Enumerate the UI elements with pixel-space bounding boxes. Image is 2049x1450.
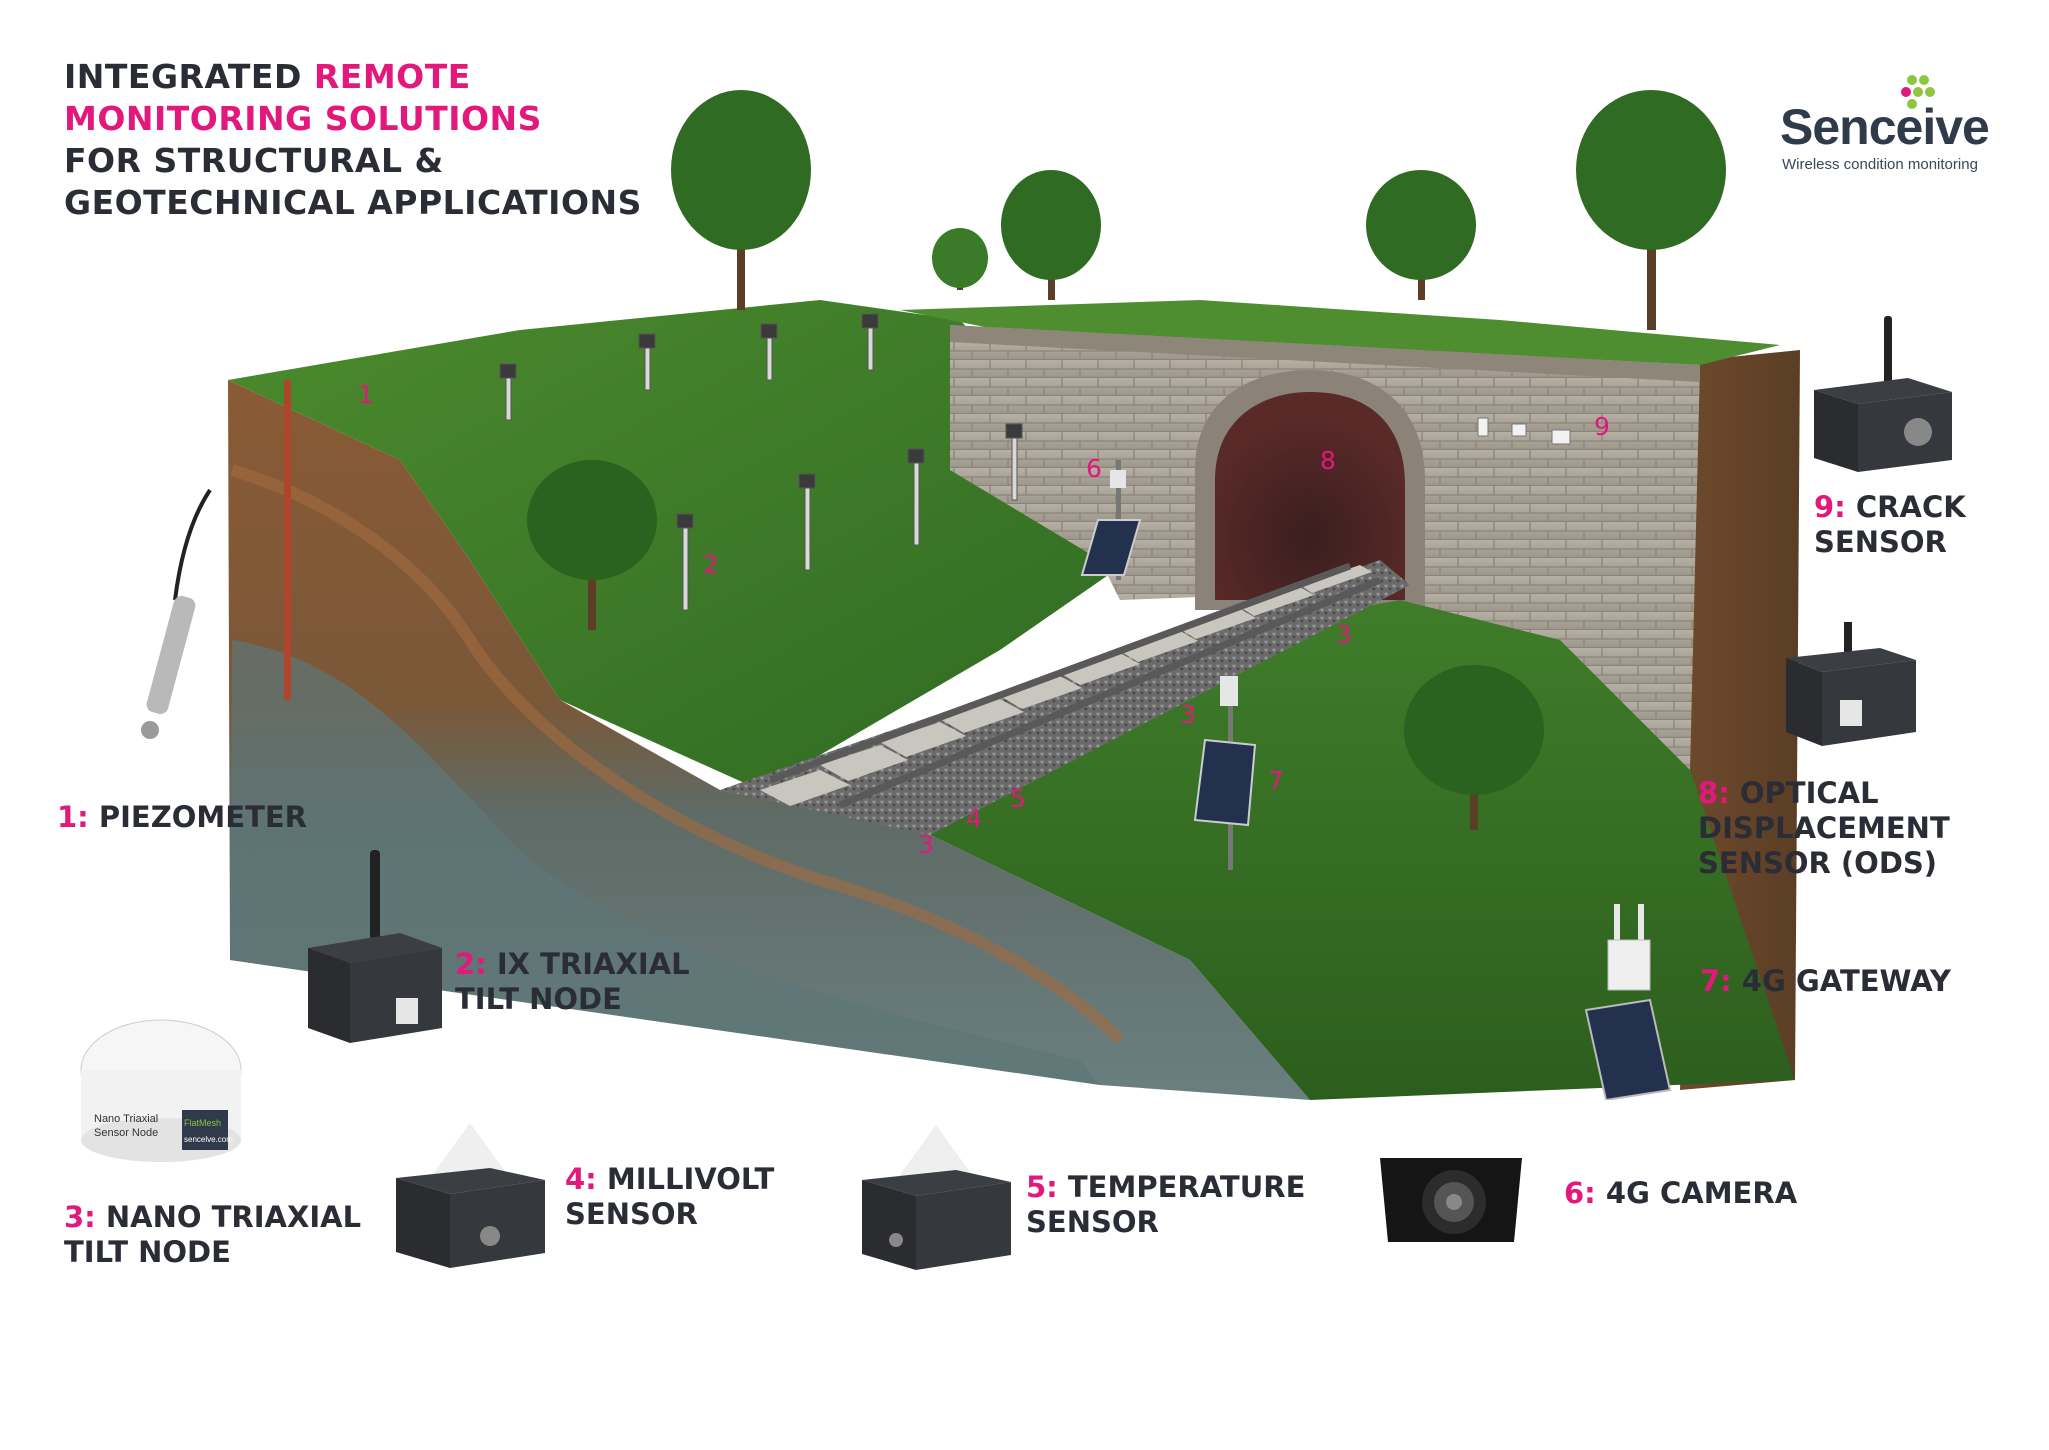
title-line1-b: REMOTE [313,57,471,96]
scene-marker-7: 7 [1268,766,1284,795]
4g-gateway-icon [1584,904,1672,1100]
tunnel-opening [1215,392,1405,600]
title-line3: FOR STRUCTURAL & [64,141,444,180]
grass-hill-left [228,300,1130,790]
legend-4g-camera: 6: 4G CAMERA [1564,1176,1798,1210]
scene-marker-9: 9 [1594,412,1610,441]
camera-solar-unit [1080,460,1142,580]
crack-sensor-icon [1814,316,1952,472]
logo-dots-icon [1901,75,1935,109]
scene-marker-1: 1 [358,380,374,409]
piezometer-icon [141,488,212,739]
nano-dome-text-3: sencelve.com [184,1135,233,1144]
scene-marker-8: 8 [1320,446,1336,475]
senceive-logo: Senceive Wireless condition monitoring [1780,72,2020,173]
scene-marker-6: 6 [1086,454,1102,483]
legend-nano-tilt-node: 3: NANO TRIAXIAL TILT NODE [64,1200,362,1269]
nano-dome-text-2: Sensor Node [94,1127,158,1139]
legend-piezometer: 1: PIEZOMETER [57,800,308,834]
legend-crack-sensor: 9: CRACK SENSOR [1814,490,1966,559]
soil-layer-line [230,464,1125,1045]
track-sleepers [760,565,1372,806]
legend-ods: 8: OPTICAL DISPLACEMENT SENSOR (ODS) [1698,776,1950,880]
grass-top-strip [900,300,1780,365]
legend-ix-tilt-node: 2: IX TRIAXIAL TILT NODE [455,947,690,1016]
wall-coping [950,325,1700,382]
scene-marker-4: 4 [966,804,982,833]
brand-tagline: Wireless condition monitoring [1782,156,1978,173]
nano-dome-text-1: Nano Triaxial [94,1113,158,1125]
legend-temperature-sensor: 5: TEMPERATURE SENSOR [1026,1170,1306,1239]
4g-camera-icon [1380,1158,1522,1242]
temperature-sensor-icon [862,1125,1011,1270]
scene-marker-5: 5 [1010,784,1026,813]
scene-marker-3a: 3 [1336,620,1352,649]
tilt-node-posts [499,313,1023,611]
trees [527,90,1726,830]
legend-4g-gateway: 7: 4G GATEWAY [1700,964,1951,998]
water-table [230,640,1100,1085]
millivolt-sensor-icon [396,1123,545,1268]
nano-tilt-node-icon: Nano Triaxial Sensor Node FlatMesh sence… [80,1019,242,1162]
piezometer-pipe [284,380,291,700]
ix-tilt-node-icon [308,850,442,1043]
ods-sensor-icon [1786,622,1916,746]
page-title: INTEGRATED REMOTE MONITORING SOLUTIONS F… [64,56,642,224]
title-line4: GEOTECHNICAL APPLICATIONS [64,183,642,222]
legend-millivolt-sensor: 4: MILLIVOLT SENSOR [565,1162,775,1231]
track-ballast [720,560,1410,835]
scene-marker-2: 2 [703,550,719,579]
title-line1-a: INTEGRATED [64,57,314,96]
nano-dome-flatmesh: FlatMesh [184,1118,221,1128]
scene-marker-3b: 3 [1180,700,1196,729]
brand-name: Senceive [1780,99,1990,155]
gateway-solar-unit [1193,676,1257,870]
title-line2: MONITORING SOLUTIONS [64,99,542,138]
scene-marker-3c: 3 [918,830,934,859]
crack-sensor-mounts [1477,417,1571,445]
rail-right [838,576,1382,809]
rail-left [768,562,1352,784]
